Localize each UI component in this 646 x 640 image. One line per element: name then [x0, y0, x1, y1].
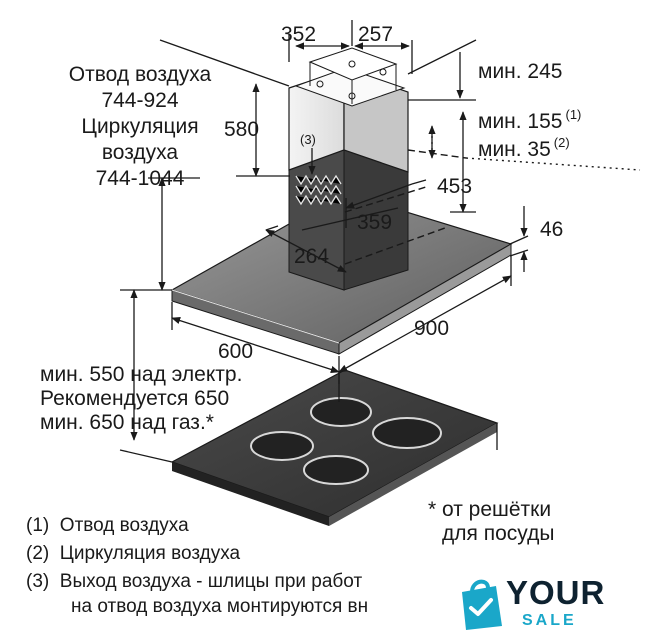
dim-min-155: мин. 155(1) — [478, 107, 582, 136]
dim-257: 257 — [358, 23, 394, 46]
dim-352: 352 — [281, 23, 317, 46]
footnote-line1: * от решётки — [428, 498, 552, 521]
dim-min-155-note: (1) — [565, 107, 582, 122]
watermark-word-your: YOUR — [506, 574, 606, 611]
legend-num-3: (3) — [26, 571, 50, 592]
exhaust-range: 744-924 — [101, 89, 179, 112]
dim-600: 600 — [218, 340, 254, 363]
burner-left — [250, 431, 314, 461]
legend-item-3-line2: на отвод воздуха монтируются вн — [71, 596, 369, 617]
dim-min-245: мин. 245 — [478, 60, 563, 83]
dim-min-35-note: (2) — [553, 135, 570, 150]
legend-num-1: (1) — [26, 515, 50, 536]
burner-back — [310, 397, 372, 427]
burner-right — [372, 417, 442, 449]
legend-text-3: Выход воздуха - шлицы при работ — [59, 571, 363, 592]
legend-text-2: Циркуляция воздуха — [59, 543, 241, 564]
vent-slots — [295, 174, 342, 206]
dim-min-35-value: мин. 35 — [478, 138, 551, 161]
cooktop — [170, 369, 499, 526]
mount-note-line1: мин. 550 над электр. — [40, 363, 243, 386]
dim-min-35: мин. 35(2) — [478, 135, 570, 164]
legend-num-2: (2) — [26, 543, 50, 564]
dim-46: 46 — [540, 218, 564, 241]
dim-580: 580 — [224, 118, 260, 141]
dim-900: 900 — [414, 317, 450, 340]
legend-item-1: (1) Отвод воздуха — [26, 515, 189, 537]
footnote-line2: для посуды — [442, 522, 555, 545]
watermark-word-sale: SALE — [522, 612, 577, 629]
legend-text-1: Отвод воздуха — [59, 515, 189, 536]
dim-min-155-value: мин. 155 — [478, 110, 563, 133]
legend-item-2: (2) Циркуляция воздуха — [26, 543, 240, 565]
mount-note-line2: Рекомендуется 650 — [40, 387, 230, 410]
dimension-lines — [119, 20, 529, 463]
circulation-line1: Циркуляция — [81, 115, 199, 138]
shopping-bag-icon — [462, 579, 502, 630]
dim-453: 453 — [437, 175, 473, 198]
circulation-range: 744-1044 — [95, 167, 185, 190]
dim-359: 359 — [357, 211, 393, 234]
exhaust-title: Отвод воздуха — [68, 63, 212, 86]
dim-264: 264 — [294, 245, 330, 268]
legend-item-3: (3) Выход воздуха - шлицы при работ — [26, 571, 441, 593]
slot-marker: (3) — [300, 132, 316, 147]
burner-front — [303, 455, 369, 485]
yoursale-watermark: YOUR SALE — [458, 574, 618, 634]
mount-note-line3: мин. 650 над газ.* — [40, 411, 214, 434]
circulation-line2: воздуха — [101, 141, 179, 164]
